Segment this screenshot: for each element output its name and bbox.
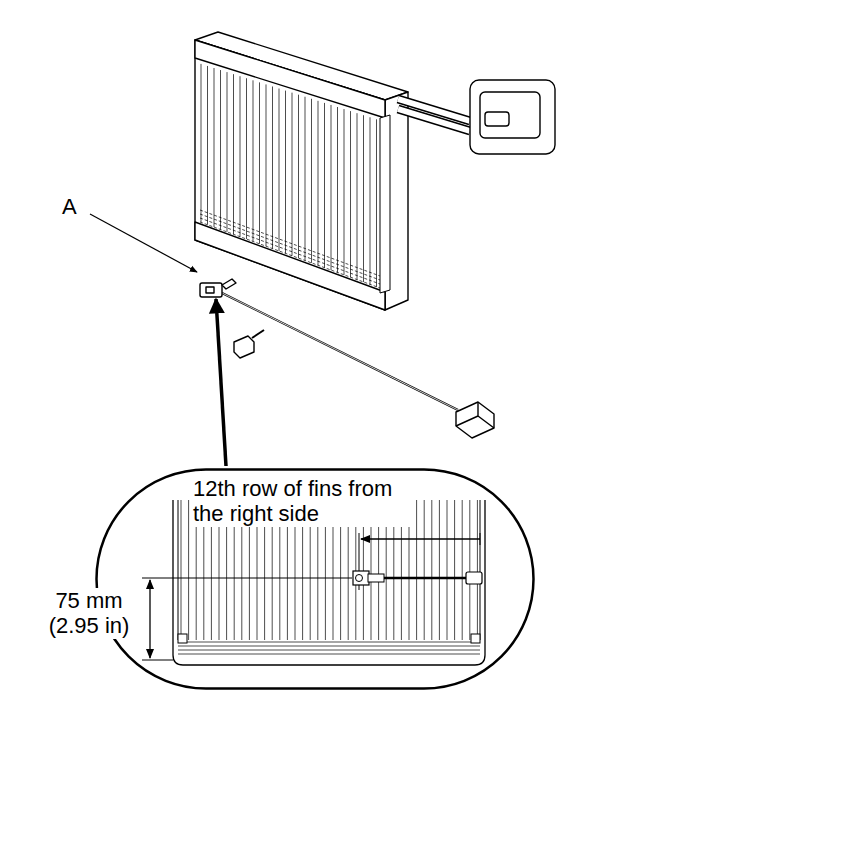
sensor-wire — [222, 293, 458, 410]
fin-line — [331, 105, 332, 270]
detail-connector — [466, 572, 482, 584]
corner-mark — [178, 634, 187, 643]
fin-line — [337, 107, 338, 273]
sensor-head — [206, 287, 214, 293]
side-plate — [380, 115, 390, 293]
fin-line — [324, 103, 325, 268]
detail-fin — [416, 500, 417, 640]
plug-pin — [252, 330, 264, 338]
fin-line — [272, 86, 273, 248]
detail-fin — [424, 500, 425, 640]
fin-line — [350, 111, 351, 277]
detail-oval-outline — [97, 470, 534, 689]
fin-line — [207, 66, 208, 225]
detail-fin — [447, 500, 448, 640]
corner-mark — [471, 634, 480, 643]
sensor-wire-inner — [222, 293, 458, 410]
detail-arrow — [216, 299, 226, 466]
fin-line — [285, 91, 286, 254]
fin-line — [318, 101, 319, 265]
fin-hatch — [200, 210, 380, 276]
pipe — [398, 109, 470, 131]
detail-fin — [181, 500, 182, 640]
fin-line — [220, 70, 221, 229]
wire-connector — [456, 402, 494, 438]
fin-line — [357, 113, 358, 280]
dimension-line — [361, 538, 480, 539]
detail-fin — [188, 500, 189, 640]
fin-line — [298, 95, 299, 258]
pipe-outline — [398, 109, 470, 131]
evaporator-top-tank — [195, 40, 385, 118]
detail-hatch — [178, 642, 480, 643]
detail-hatch — [178, 646, 480, 647]
detail-fin — [469, 500, 470, 640]
fin-hatch — [200, 218, 380, 284]
expansion-valve-block — [470, 80, 555, 154]
fin-line — [233, 74, 234, 234]
connector-edge — [456, 402, 494, 428]
evaporator-bottom-tank — [195, 222, 385, 310]
detail-note: 12th row of fins from the right side — [193, 476, 413, 527]
sensor-clip — [200, 283, 222, 297]
detail-fin — [431, 500, 432, 640]
fin-line — [246, 78, 247, 239]
detail-view: 12th row of fins from the right side75 m… — [95, 468, 535, 690]
detail-fin — [462, 500, 463, 640]
extension-line — [142, 578, 352, 579]
evaporator-face — [195, 40, 385, 310]
fin-line — [376, 119, 377, 287]
sensor-probe — [222, 279, 236, 289]
fin-line — [227, 72, 228, 232]
fin-line — [266, 84, 267, 246]
detail-sensor — [353, 571, 369, 585]
detail-fin — [454, 500, 455, 640]
fin-line — [279, 89, 280, 251]
valve-port — [485, 112, 509, 126]
fin-line — [214, 68, 215, 227]
fin-hatch — [200, 214, 380, 280]
fin-line — [305, 97, 306, 261]
detail-hatch — [178, 650, 480, 651]
fin-line — [240, 76, 241, 236]
fin-line — [201, 64, 202, 222]
fin-line — [370, 117, 371, 284]
part-letter: A — [62, 194, 77, 219]
sensor-plug — [234, 336, 254, 358]
leader-line — [90, 214, 197, 272]
detail-sensor-body — [368, 574, 384, 582]
fin-line — [292, 93, 293, 256]
fin-line — [311, 99, 312, 263]
fin-line — [363, 115, 364, 282]
detail-sensor-dot — [356, 575, 363, 582]
fin-line — [259, 82, 260, 243]
fin-line — [253, 80, 254, 241]
detail-hatch — [178, 654, 480, 655]
dimension-label: 75 mm (2.95 in) — [43, 588, 135, 639]
detail-fin — [439, 500, 440, 640]
fin-line — [344, 109, 345, 275]
detail-fin — [477, 500, 478, 640]
fin-hatch — [200, 222, 380, 288]
valve-inner — [480, 92, 540, 138]
fins — [200, 64, 380, 288]
dimension-line — [149, 580, 150, 658]
extension-line — [142, 660, 173, 661]
